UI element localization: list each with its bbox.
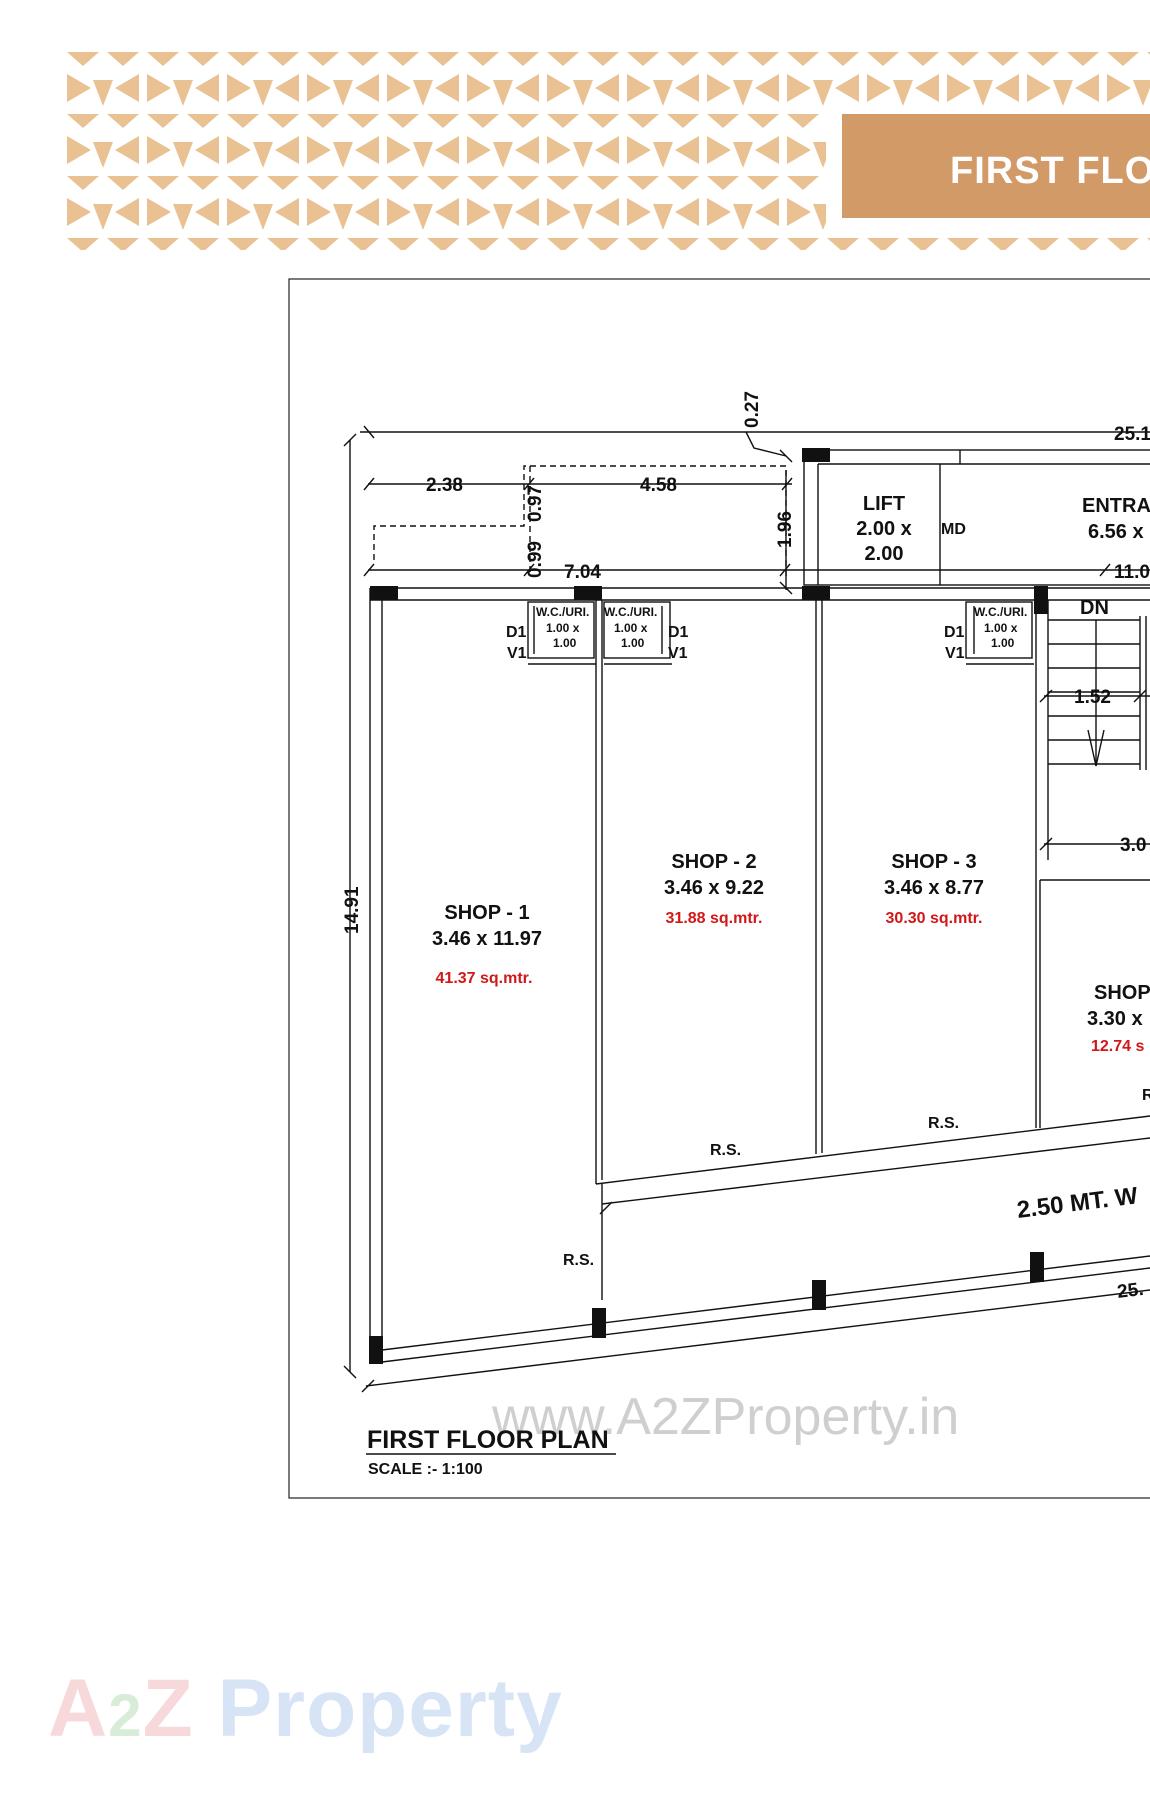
- column: [592, 1308, 606, 1338]
- brand-logo: A2Z Property: [48, 1662, 563, 1756]
- wc-3-label: W.C./URI.: [974, 605, 1027, 619]
- dim-196: 1.96: [775, 511, 796, 548]
- dim-bottom-total: 25.: [1116, 1279, 1145, 1303]
- wc-1-vent: V1: [507, 645, 527, 662]
- logo-word-property: Property: [217, 1663, 563, 1754]
- md-label: MD: [941, 521, 966, 538]
- column: [574, 586, 602, 600]
- plan-title: FIRST FLOOR PLAN: [367, 1426, 609, 1454]
- shop-4-name: SHOP: [1094, 982, 1150, 1004]
- wc-box-1: [527, 601, 595, 659]
- column: [369, 1336, 383, 1364]
- entrance-size: 6.56 x: [1088, 521, 1144, 543]
- dimension-line-bottom: [365, 1289, 1150, 1387]
- wc-1-size-2: 1.00: [553, 636, 577, 650]
- floor-plan-drawing: 25.1 0.27 2.38 4.58 0.97 0.99 1.96 7.04 …: [288, 278, 1150, 1499]
- logo-letter-a: A: [48, 1663, 109, 1754]
- shop-4-size: 3.30 x: [1087, 1008, 1143, 1030]
- entrance-label: ENTRA: [1082, 495, 1150, 517]
- dim-097: 0.97: [525, 485, 546, 522]
- plan-scale: SCALE :- 1:100: [368, 1461, 483, 1478]
- shop-1-size: 3.46 x 11.97: [432, 928, 542, 950]
- wc-3-size-2: 1.00: [991, 636, 1015, 650]
- page-title: FIRST FLO: [950, 150, 1150, 192]
- shop-2-area: 31.88 sq.mtr.: [666, 910, 763, 927]
- column: [370, 586, 398, 600]
- column: [802, 448, 830, 462]
- column: [802, 586, 830, 600]
- walkway-label: 2.50 MT. W: [1015, 1182, 1139, 1224]
- lift-label: LIFT: [863, 493, 905, 515]
- logo-letter-z: Z: [142, 1663, 218, 1754]
- shop-4-area: 12.74 s: [1091, 1038, 1144, 1055]
- dim-027: 0.27: [742, 391, 763, 428]
- shop-1-name: SHOP - 1: [444, 902, 529, 924]
- shop-3-area: 30.30 sq.mtr.: [886, 910, 983, 927]
- title-banner: FIRST FLO: [842, 108, 1150, 218]
- dim-152: 1.52: [1074, 687, 1111, 708]
- wc-2-label: W.C./URI.: [604, 605, 657, 619]
- wc-3-vent: V1: [945, 645, 965, 662]
- wc-2-door: D1: [668, 624, 689, 641]
- column: [1030, 1252, 1044, 1282]
- lift-entrance-block: [803, 449, 1150, 586]
- dim-30: 3.0: [1120, 835, 1146, 856]
- shop-2-size: 3.46 x 9.22: [664, 877, 764, 899]
- wc-1-door: D1: [506, 624, 527, 641]
- column: [1034, 586, 1048, 614]
- dim-1491: 14.91: [342, 886, 363, 934]
- wc-1-size-1: 1.00 x: [546, 621, 580, 635]
- stair-down-label: DN: [1080, 597, 1109, 619]
- dim-099: 0.99: [525, 541, 546, 578]
- rs-label-shop-4: R: [1142, 1087, 1150, 1104]
- lift-size-1: 2.00 x: [856, 518, 912, 540]
- wc-box-3: [965, 601, 1033, 659]
- dim-458: 4.58: [640, 475, 677, 496]
- rs-label-shop-3: R.S.: [928, 1115, 959, 1132]
- lift-size-2: 2.00: [865, 543, 904, 565]
- dim-top-total: 25.1: [1114, 424, 1150, 445]
- wc-2-vent: V1: [668, 645, 688, 662]
- wc-2-size-1: 1.00 x: [614, 621, 648, 635]
- rs-label-shop-1: R.S.: [563, 1252, 594, 1269]
- rs-label-shop-2: R.S.: [710, 1142, 741, 1159]
- logo-digit-2: 2: [108, 1682, 143, 1749]
- shop-3-size: 3.46 x 8.77: [884, 877, 984, 899]
- shop-1-area: 41.37 sq.mtr.: [436, 970, 533, 987]
- shop-2-name: SHOP - 2: [671, 851, 756, 873]
- wc-2-size-2: 1.00: [621, 636, 645, 650]
- dim-110: 11.0: [1114, 562, 1150, 583]
- shop-3-name: SHOP - 3: [891, 851, 976, 873]
- drawing-frame: [288, 278, 1150, 1499]
- wc-3-size-1: 1.00 x: [984, 621, 1018, 635]
- wc-3-door: D1: [944, 624, 965, 641]
- wc-box-2: [603, 601, 671, 659]
- dim-704: 7.04: [564, 562, 601, 583]
- dim-238: 2.38: [426, 475, 463, 496]
- wc-1-label: W.C./URI.: [536, 605, 589, 619]
- column: [812, 1280, 826, 1310]
- watermark: www.A2ZProperty.in: [491, 1388, 959, 1446]
